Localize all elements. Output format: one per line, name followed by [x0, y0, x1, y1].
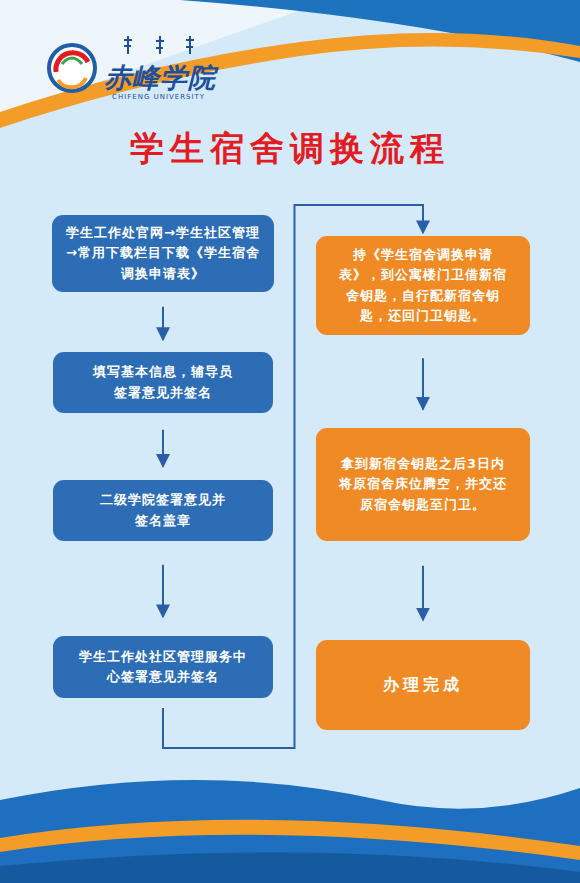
action-box: 拿到新宿舍钥匙之后3日内将原宿舍床位腾空，并交还原宿舍钥匙至门卫。: [316, 428, 530, 541]
box-text: 填写基本信息，辅导员签署意见并签名: [87, 362, 239, 402]
mongolian-script: [124, 36, 194, 54]
flow-arrow: [422, 358, 424, 409]
process-box: 填写基本信息，辅导员签署意见并签名: [53, 352, 273, 413]
bottom-band: [0, 852, 580, 883]
box-text: 持《学生宿舍调换申请表》，到公寓楼门卫借新宿舍钥匙，自行配新宿舍钥匙，还回门卫钥…: [334, 245, 512, 326]
process-box: 学生工作处官网→学生社区管理→常用下载栏目下载《学生宿舍调换申请表》: [52, 215, 274, 291]
action-box: 持《学生宿舍调换申请表》，到公寓楼门卫借新宿舍钥匙，自行配新宿舍钥匙，还回门卫钥…: [316, 236, 530, 335]
logo-subtitle: CHIFENG UNIVERSITY: [112, 93, 205, 101]
top-stripe: [0, 33, 580, 128]
box-text: 办理完成: [383, 673, 463, 698]
box-text: 二级学院签署意见并签名盖章: [99, 490, 227, 530]
flow-arrow: [162, 565, 164, 617]
process-box: 学生工作处社区管理服务中心签署意见并签名: [53, 636, 273, 698]
bottom-wave: [0, 780, 580, 883]
box-text: 学生工作处社区管理服务中心签署意见并签名: [77, 647, 249, 687]
flow-arrow: [422, 566, 424, 620]
logo-emblem: [49, 45, 95, 91]
title: 学生宿舍调换流程: [0, 126, 580, 172]
flow-arrow: [162, 430, 164, 467]
logo-name: 赤峰学院: [104, 60, 216, 96]
box-text: 学生工作处官网→学生社区管理→常用下载栏目下载《学生宿舍调换申请表》: [66, 223, 260, 283]
flow-arrow: [162, 307, 164, 340]
box-text: 拿到新宿舍钥匙之后3日内将原宿舍床位腾空，并交还原宿舍钥匙至门卫。: [334, 454, 512, 514]
end-box: 办理完成: [316, 640, 530, 730]
process-box: 二级学院签署意见并签名盖章: [53, 480, 273, 541]
